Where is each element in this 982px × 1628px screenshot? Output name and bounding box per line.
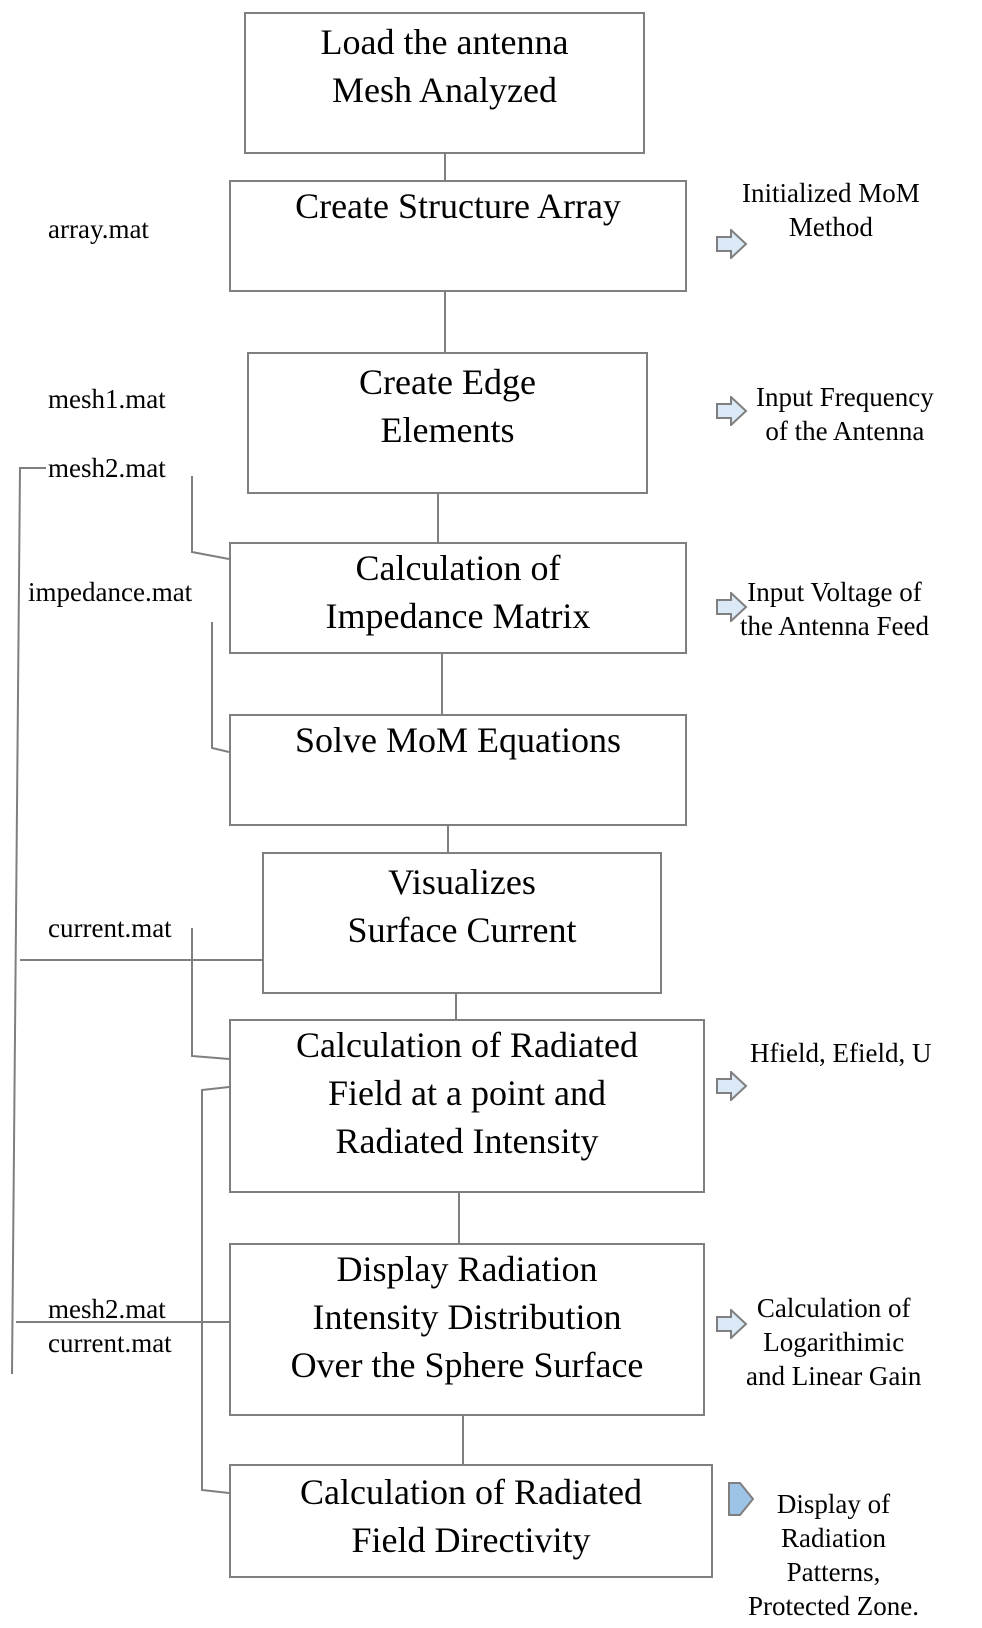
arrow-icon	[716, 396, 748, 426]
bracket-mesh2-impedance	[191, 476, 230, 560]
output-label-frequency: Input Frequency of the Antenna	[756, 382, 934, 446]
box-impedance-matrix: Calculation of Impedance Matrix	[229, 542, 687, 654]
file-label-mesh2: mesh2.mat	[48, 453, 166, 483]
file-label-mesh1: mesh1.mat	[48, 384, 166, 414]
output-label-fields: Hfield, Efield, U	[750, 1038, 932, 1068]
box-create-edge-elements: Create Edge Elements	[247, 352, 648, 494]
box-load-mesh: Load the antenna Mesh Analyzed	[244, 12, 645, 154]
box-solve-mom: Solve MoM Equations	[229, 714, 687, 826]
file-label-mesh2-current: mesh2.mat current.mat	[48, 1294, 172, 1358]
box-display-intensity: Display Radiation Intensity Distribution…	[229, 1243, 705, 1416]
output-label-patterns: Display of Radiation Patterns, Protected…	[748, 1489, 919, 1621]
arrow-icon	[716, 1071, 748, 1101]
bracket-radiated-directivity	[201, 1086, 230, 1494]
arrow-icon	[716, 229, 748, 259]
box-create-structure-array: Create Structure Array	[229, 180, 687, 292]
bracket-current-radiated	[191, 928, 230, 1060]
bracket-impedance-solve	[211, 622, 230, 753]
box-visualize-current: Visualizes Surface Current	[262, 852, 662, 994]
output-label-mom: Initialized MoM Method	[742, 178, 920, 242]
output-label-gain: Calculation of Logarithimic and Linear G…	[746, 1293, 922, 1391]
bracket-mesh2-outer	[11, 467, 46, 1375]
file-label-array: array.mat	[48, 214, 149, 244]
file-label-impedance: impedance.mat	[28, 577, 193, 607]
arrow-icon	[716, 592, 748, 622]
box-directivity: Calculation of Radiated Field Directivit…	[229, 1464, 713, 1578]
output-label-voltage: Input Voltage of the Antenna Feed	[740, 577, 929, 641]
file-label-current: current.mat	[48, 913, 172, 943]
box-radiated-field: Calculation of Radiated Field at a point…	[229, 1019, 705, 1193]
arrow-icon	[716, 1309, 748, 1339]
arrow-icon	[728, 1482, 754, 1516]
